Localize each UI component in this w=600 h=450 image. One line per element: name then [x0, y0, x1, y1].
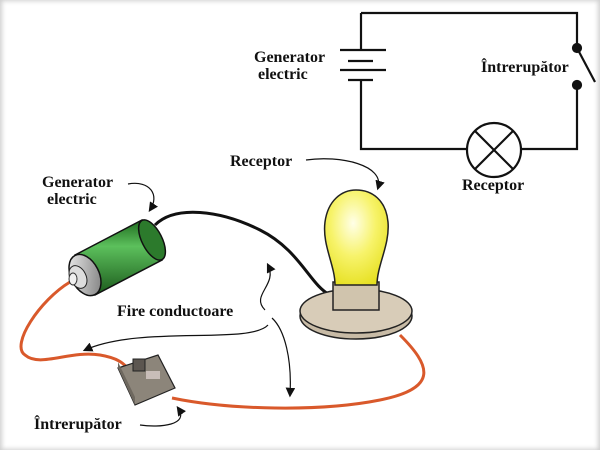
illustration-receptor-label: Receptor [230, 153, 293, 170]
schematic-generator-label-2: electric [258, 66, 308, 83]
schematic-switch-label: Întrerupător [481, 59, 569, 76]
schematic-generator-label-1: Generator [254, 49, 326, 66]
illustration-generator-label-1: Generator [42, 174, 114, 191]
schematic-wire-left-bottom [359, 80, 468, 151]
wires-label: Fire conductoare [117, 303, 234, 320]
wire-copper-left [19, 280, 136, 374]
wire-copper-right [171, 333, 426, 410]
pointer-arrows [82, 158, 385, 427]
switch-contact-bottom [571, 79, 583, 91]
illustration-generator-label-2: electric [47, 191, 97, 208]
schematic [340, 11, 596, 179]
bulb-icon [323, 189, 389, 286]
illustration-switch-label: Întrerupător [34, 416, 122, 433]
schematic-receptor-label: Receptor [462, 177, 525, 194]
battery-illustration [68, 218, 167, 297]
switch-lever [576, 47, 596, 83]
schematic-wire-top [361, 11, 579, 48]
switch-illustration [117, 354, 176, 406]
schematic-wire-right [521, 85, 579, 151]
wire-black [153, 210, 331, 297]
lamp-illustration [299, 189, 413, 340]
